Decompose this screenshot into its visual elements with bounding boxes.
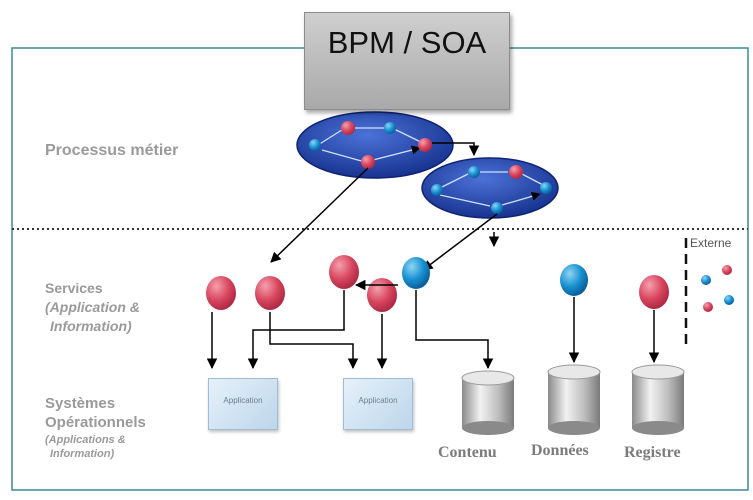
application-label-1: Application [223,396,263,405]
external-dot-1 [701,275,711,285]
process-to-service-arrow-2 [422,213,498,271]
db-cylinder-contenu [461,370,515,435]
layer-label-services-sub1: (Application & [45,299,140,315]
service-blue-1 [402,257,430,289]
db-cylinder-registre [631,364,685,435]
process-ellipse-2 [421,157,559,219]
store-label-donnees: Données [531,442,589,459]
process-ellipse-1 [296,111,454,179]
layer-label-systemes: Systèmes [45,395,116,412]
external-dot-4 [703,302,713,312]
layer-label-processus: Processus métier [45,142,179,159]
external-label: Externe [690,236,732,250]
service-blue-2 [560,264,588,296]
layer-label-services: Services [45,280,103,296]
service-red-4 [367,278,397,312]
flow-arrow-ellipses [432,142,480,157]
db-cylinder-donnees [547,364,601,435]
svc-to-store-arrow-1 [415,290,494,370]
service-red-1 [206,276,236,310]
external-dot-2 [722,265,732,275]
layer-label-systemes-sub2: Information) [50,448,115,460]
store-label-registre: Registre [624,444,681,461]
service-red-2 [255,276,285,310]
layer-label-services-sub2: Information) [50,318,132,334]
layer-label-systemes-sub1: (Applications & [45,434,126,446]
svc-to-app-arrow-3 [247,290,345,370]
application-box-1: Application [208,378,278,430]
process-to-service-arrow-1 [270,167,369,263]
service-red-5 [639,275,669,309]
store-label-contenu: Contenu [438,444,497,461]
service-red-3 [329,255,359,289]
frame-border [11,47,749,491]
layer-label-operationnels: Opérationnels [45,414,146,431]
title-box: BPM / SOA [304,12,510,110]
application-label-2: Application [358,396,398,405]
diagram-title: BPM / SOA [327,25,487,60]
svc-to-app-arrow-2 [269,312,359,370]
external-dot-3 [724,295,734,305]
application-box-2: Application [343,378,413,430]
